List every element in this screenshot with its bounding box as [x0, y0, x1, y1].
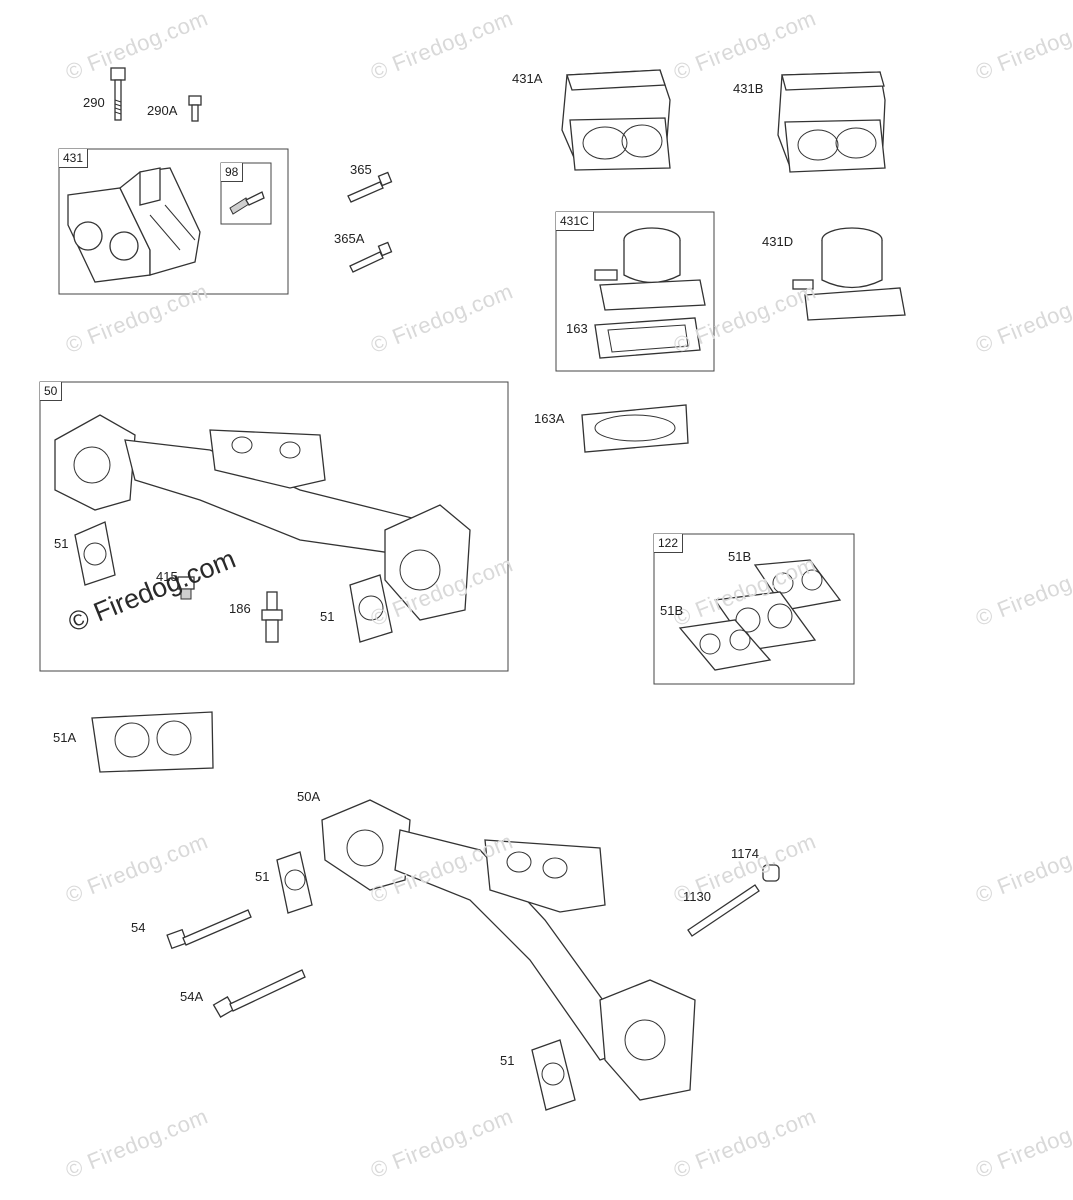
gasket-51-bottom	[531, 1039, 576, 1111]
box-122-frame	[653, 533, 855, 685]
box-label-50: 50	[40, 382, 63, 401]
gasket-163	[594, 317, 701, 359]
callout-50a: 50A	[297, 789, 321, 804]
throttle-body-431d	[792, 227, 906, 321]
callout-163: 163	[566, 321, 588, 336]
throttle-body-431c	[594, 227, 706, 311]
gasket-kit-122	[678, 559, 842, 671]
throttle-body-431	[67, 167, 201, 283]
gasket-51-box	[74, 521, 116, 586]
callout-431a: 431A	[512, 71, 543, 86]
callout-163a: 163A	[534, 411, 565, 426]
throttle-body-431b	[777, 71, 886, 173]
callout-365a: 365A	[334, 231, 365, 246]
box-label-98: 98	[221, 163, 244, 182]
callout-54a: 54A	[180, 989, 204, 1004]
callout-415: 415	[156, 569, 178, 584]
throttle-body-431a	[561, 69, 671, 171]
screw-290a	[188, 95, 202, 122]
stud-365	[347, 171, 393, 203]
gasket-163a	[581, 404, 689, 453]
callout-431b: 431B	[733, 81, 764, 96]
bolt-54	[166, 909, 252, 950]
intake-manifold-50	[54, 414, 471, 621]
callout-54: 54	[131, 920, 146, 935]
bolt-54a	[212, 969, 306, 1018]
callout-51: 51	[54, 536, 69, 551]
callout-1130: 1130	[683, 889, 711, 904]
callout-51-4: 51	[500, 1053, 515, 1068]
spring-screw-98	[229, 191, 265, 215]
gasket-51-loose	[276, 851, 313, 914]
box-431c-frame	[555, 211, 715, 372]
box-label-431c: 431C	[556, 212, 594, 231]
box-431-frame	[58, 148, 289, 295]
callout-51b-2: 51B	[660, 603, 684, 618]
callout-51b: 51B	[728, 549, 752, 564]
box-50-frame	[39, 381, 509, 672]
callout-51-2: 51	[320, 609, 335, 624]
nut-1174	[762, 864, 780, 882]
callout-290: 290	[83, 95, 105, 110]
stud-365a	[349, 241, 393, 273]
box-label-431: 431	[59, 149, 89, 168]
callout-186: 186	[229, 601, 251, 616]
callout-365: 365	[350, 162, 372, 177]
stud-1130	[687, 884, 760, 937]
callout-51a: 51A	[53, 730, 77, 745]
plug-415	[177, 576, 195, 600]
intake-manifold-50a	[321, 799, 696, 1101]
bolt-290	[110, 67, 126, 121]
gasket-51a	[91, 711, 214, 773]
box-98-frame	[220, 162, 272, 225]
callout-51-3: 51	[255, 869, 270, 884]
box-label-122: 122	[654, 534, 684, 553]
callout-1174: 1174	[731, 846, 759, 861]
callout-290a: 290A	[147, 103, 178, 118]
gasket-51-box-2	[349, 574, 393, 643]
fitting-186	[261, 591, 283, 643]
callout-431d: 431D	[762, 234, 794, 249]
